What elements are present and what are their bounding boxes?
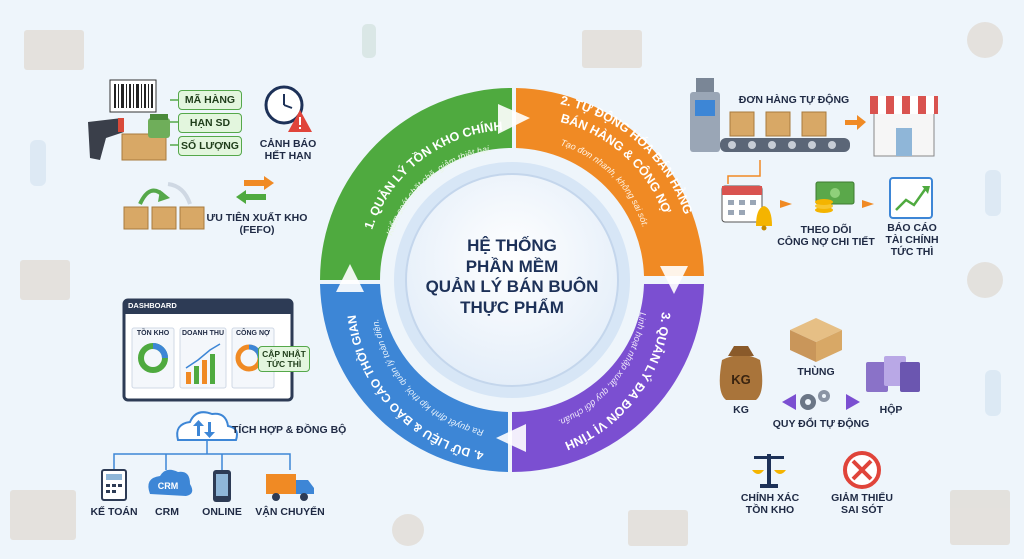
fefo-label: ƯU TIÊN XUẤT KHO (FEFO) (198, 212, 316, 236)
center-circle (405, 173, 619, 387)
flow-line (727, 160, 761, 184)
sync-label: TÍCH HỢP & ĐỒNG BỘ (232, 424, 347, 436)
box-icon (790, 318, 842, 362)
convert-left-arrow-icon (782, 394, 796, 410)
store-icon (870, 96, 938, 157)
error-reduction-label: GIẢM THIỂU SAI SÓT (822, 492, 902, 516)
revenue-card-title: DOANH THU (182, 330, 224, 337)
flow-arrow-icon (862, 200, 874, 208)
truck-icon (266, 474, 314, 501)
sync-lines (113, 453, 291, 470)
stock-donut-chart (138, 343, 168, 373)
stock-accuracy-line: TỒN KHO (745, 504, 795, 517)
report-chart-icon (889, 177, 933, 219)
order-arrow-icon (845, 115, 866, 130)
cycle-segment-2 (516, 88, 704, 276)
financial-report-label: BÁO CÁO TÀI CHÍNH TỨC THÌ (872, 222, 952, 258)
stock-accuracy-label: CHÍNH XÁC TỒN KHO (730, 492, 810, 516)
dashboard-title: DASHBOARD (128, 301, 177, 310)
debt-tracking-line: CÔNG NỢ CHI TIẾT (777, 236, 875, 249)
stock-accuracy-line: CHÍNH XÁC (740, 492, 800, 504)
convert-right-arrow-icon (846, 394, 860, 410)
arrow-down-icon (660, 266, 688, 294)
revenue-bar-chart (185, 343, 221, 384)
center-title-line: THỰC PHẨM (460, 298, 564, 318)
fefo-line: ƯU TIÊN XUẤT KHO (206, 212, 308, 224)
financial-report-line: BÁO CÁO (887, 222, 937, 234)
crm-cloud-icon (148, 469, 193, 496)
expiry-alert-line: CẢNH BÁO (259, 138, 317, 150)
scanner-icon (88, 118, 124, 160)
product-stack-icon (121, 114, 170, 161)
swap-arrows-icon (236, 176, 274, 204)
accounting-icon (101, 469, 127, 501)
cloud-sync-icon (176, 411, 238, 441)
box-label: THÙNG (797, 366, 835, 378)
tag-product-code: MÃ HÀNG (178, 90, 242, 110)
realtime-update-line: CẬP NHẬT (262, 349, 306, 359)
crm-label: CRM (155, 506, 179, 518)
error-reduction-line: GIẢM THIỂU (831, 492, 893, 504)
cycle-segment-4 (320, 284, 508, 472)
crm-icon-label: CRM (158, 481, 179, 491)
error-reduction-line: SAI SÓT (840, 504, 883, 517)
phone-icon (213, 470, 231, 502)
tag-quantity: SỐ LƯỢNG (178, 136, 242, 156)
realtime-update-badge: CẬP NHẬT TỨC THÌ (258, 346, 310, 372)
warning-icon (288, 110, 312, 132)
kg-bag-label: KG (731, 372, 751, 387)
center-title-line: QUẢN LÝ BÁN BUÔN (425, 277, 599, 297)
flow-arrow-icon (780, 200, 792, 208)
pack-icon (866, 356, 920, 392)
money-icon (815, 181, 855, 213)
gears-icon (800, 390, 830, 410)
center-title-line: PHẦN MỀM (465, 256, 559, 276)
center-title-line: HỆ THỐNG (467, 236, 557, 255)
stock-card-title: TỒN KHO (136, 330, 170, 337)
auto-convert-label: QUY ĐỔI TỰ ĐỘNG (772, 418, 870, 430)
dashboard-monitor (122, 298, 294, 402)
debt-tracking-line: THEO DÕI (800, 224, 852, 236)
conveyor-icon (690, 78, 850, 152)
cycle-segment-3 (512, 284, 704, 473)
tag-expiry: HẠN SD (178, 113, 242, 133)
center-title: HỆ THỐNG PHẦN MỀM QUẢN LÝ BÁN BUÔN THỰC … (412, 236, 612, 319)
expiry-alert-label: CẢNH BÁO HẾT HẠN (248, 138, 328, 162)
background-decor (10, 22, 1010, 546)
debt-card-title: CÔNG NỢ (236, 330, 270, 337)
arrow-up-icon (336, 264, 364, 292)
fefo-boxes-icon (123, 182, 205, 230)
barcode-icon (109, 79, 157, 113)
kg-label: KG (733, 404, 749, 416)
pack-label: HỘP (879, 404, 903, 416)
shipping-label: VẬN CHUYỂN (255, 506, 325, 518)
financial-report-line: TỨC THÌ (890, 246, 934, 259)
no-error-icon (843, 451, 881, 489)
online-label: ONLINE (202, 506, 242, 518)
auto-order-label: ĐƠN HÀNG TỰ ĐỘNG (738, 94, 850, 106)
debt-tracking-label: THEO DÕI CÔNG NỢ CHI TIẾT (776, 224, 876, 248)
arrow-right-icon (498, 104, 530, 134)
arrow-left-icon (496, 424, 526, 452)
bell-icon (756, 206, 772, 231)
expiry-alert-line: HẾT HẠN (264, 150, 312, 163)
fefo-line: (FEFO) (239, 224, 275, 237)
clock-icon (264, 85, 304, 125)
calendar-icon (721, 185, 763, 223)
financial-report-line: TÀI CHÍNH (885, 234, 939, 247)
scale-icon (752, 454, 786, 488)
kg-bag-icon (719, 346, 763, 400)
accounting-label: KẾ TOÁN (90, 506, 138, 518)
cycle-segment-1 (320, 88, 512, 280)
realtime-update-line: TỨC THÌ (266, 359, 302, 369)
